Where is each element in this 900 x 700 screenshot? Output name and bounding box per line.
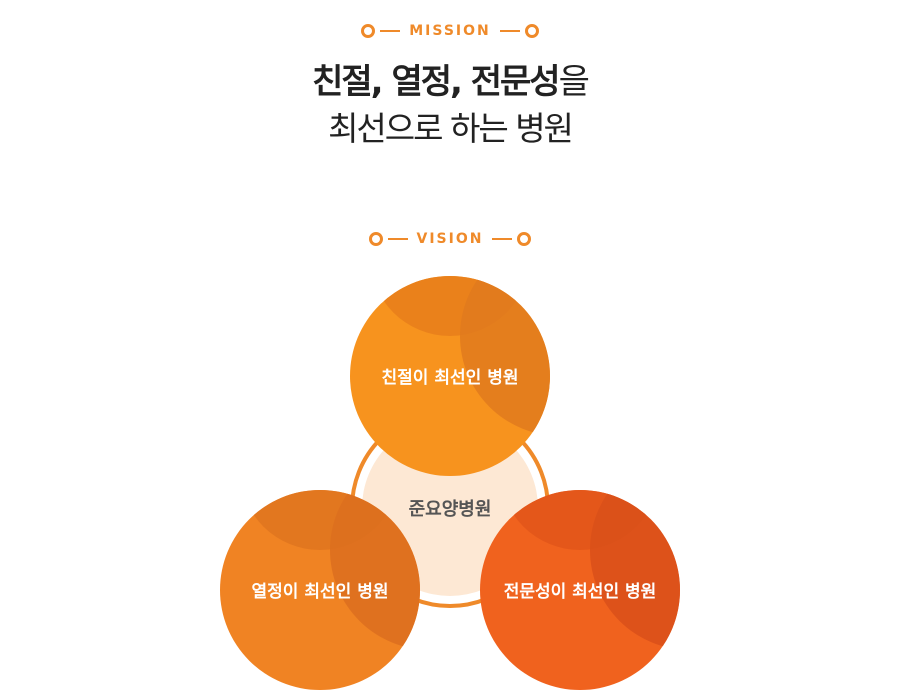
- mission-headline-line2: 최선으로 하는 병원: [328, 109, 574, 149]
- vision-left-line: [387, 238, 408, 240]
- mission-left-dot-icon: [361, 24, 376, 38]
- vision-circle-expertise-shade-right: [590, 490, 680, 650]
- mission-headline-strong: 친절, 열정, 전문성: [312, 62, 560, 102]
- vision-label: VISION: [0, 227, 900, 251]
- center-circle-label: 준요양병원: [409, 499, 492, 520]
- vision-circle-expertise-label: 전문성이 최선인 병원: [504, 582, 657, 602]
- mission-headline-line1: 친절, 열정, 전문성을: [0, 58, 900, 106]
- vision-circle-kindness: 친절이 최선인 병원: [350, 276, 550, 476]
- vision-label-text: VISION: [416, 231, 484, 247]
- vision-circle-passion-label: 열정이 최선인 병원: [252, 582, 389, 602]
- mission-headline: 친절, 열정, 전문성을 최선으로 하는 병원: [0, 58, 900, 153]
- mission-right-line: [499, 30, 520, 32]
- mission-label: MISSION: [0, 19, 900, 43]
- vision-right-line: [492, 238, 513, 240]
- vision-circle-kindness-shade-right: [460, 276, 550, 436]
- vision-right-dot-icon: [517, 232, 532, 246]
- vision-left-dot-icon: [368, 232, 383, 246]
- mission-left-line: [380, 30, 401, 32]
- mission-headline-suffix: 을: [558, 62, 590, 102]
- mission-label-text: MISSION: [409, 23, 491, 39]
- vision-circle-kindness-label: 친절이 최선인 병원: [382, 367, 519, 388]
- mission-right-dot-icon: [524, 24, 539, 38]
